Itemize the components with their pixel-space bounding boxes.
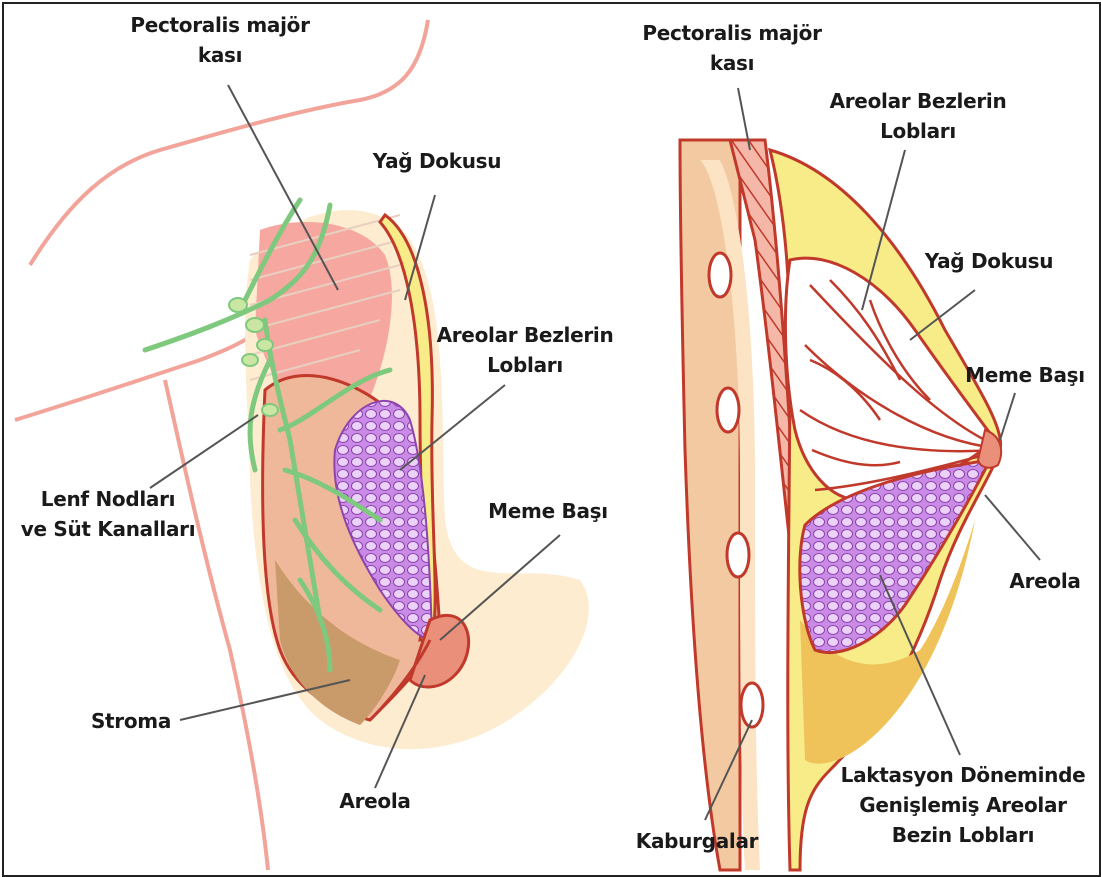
right-breast-diagram (680, 88, 1040, 870)
left-lymph-label: Lenf Nodları ve Süt Kanalları (8, 484, 208, 544)
left-pectoralis-label-line2: kası (120, 40, 320, 70)
left-stroma-label-text: Stroma (76, 706, 186, 736)
right-pectoralis-label-line1: Pectoralis majör (632, 18, 832, 48)
left-nipple-label: Meme Başı (478, 496, 618, 526)
right-fat-label-text: Yağ Dokusu (914, 246, 1064, 276)
left-stroma-label: Stroma (76, 706, 186, 736)
right-lobes-label-line2: Lobları (818, 116, 1018, 146)
right-lobes-label: Areolar Bezlerin Lobları (818, 86, 1018, 146)
left-areola-label: Areola (320, 786, 430, 816)
left-nipple-label-text: Meme Başı (478, 496, 618, 526)
right-areola-label-text: Areola (995, 566, 1095, 596)
left-lymph-label-line2: ve Süt Kanalları (8, 514, 208, 544)
right-ribs-label: Kaburgalar (622, 826, 772, 856)
right-ribs-label-text: Kaburgalar (622, 826, 772, 856)
right-lactation-label-line1: Laktasyon Döneminde (832, 760, 1094, 790)
left-lobes-label-line2: Lobları (425, 350, 625, 380)
right-pectoralis-label-line2: kası (632, 48, 832, 78)
right-lactation-label-line2: Genişlemiş Areolar (832, 790, 1094, 820)
left-fat-label: Yağ Dokusu (362, 146, 512, 176)
left-areola-label-text: Areola (320, 786, 430, 816)
right-nipple-label: Meme Başı (955, 360, 1095, 390)
right-areola-label: Areola (995, 566, 1095, 596)
right-nipple-label-text: Meme Başı (955, 360, 1095, 390)
left-pectoralis-label-line1: Pectoralis majör (120, 10, 320, 40)
left-lobes-label: Areolar Bezlerin Lobları (425, 320, 625, 380)
right-fat-label: Yağ Dokusu (914, 246, 1064, 276)
left-lymph-label-line1: Lenf Nodları (8, 484, 208, 514)
left-fat-label-text: Yağ Dokusu (362, 146, 512, 176)
left-skin-contour-arm (15, 325, 265, 420)
left-lobes-label-line1: Areolar Bezlerin (425, 320, 625, 350)
left-pectoralis-label: Pectoralis majör kası (120, 10, 320, 70)
right-lobes-label-line1: Areolar Bezlerin (818, 86, 1018, 116)
right-lactation-label-line3: Bezin Lobları (832, 820, 1094, 850)
right-pectoralis-label: Pectoralis majör kası (632, 18, 832, 78)
right-lactation-label: Laktasyon Döneminde Genişlemiş Areolar B… (832, 760, 1094, 850)
